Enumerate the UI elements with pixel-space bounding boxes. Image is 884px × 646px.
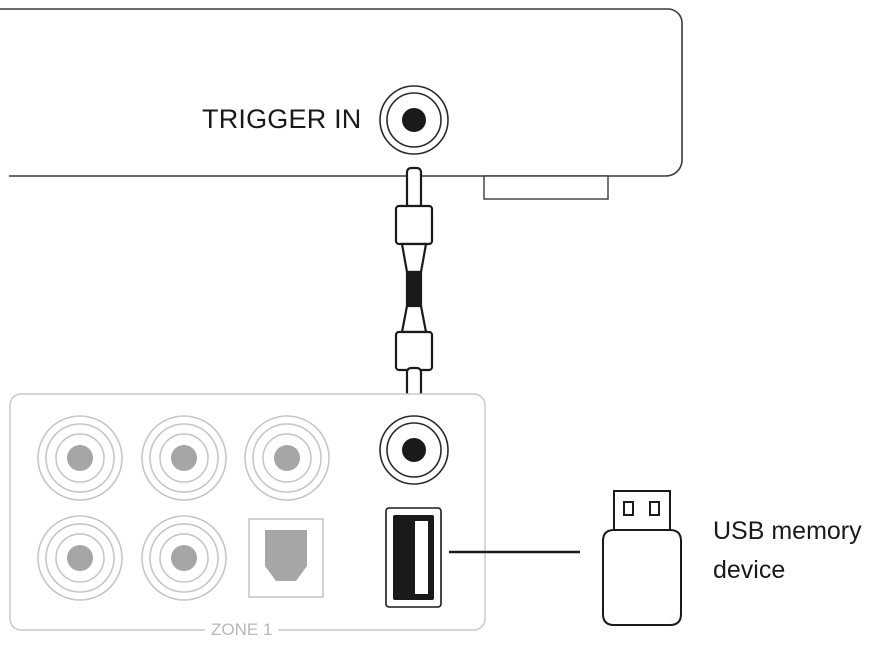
optical-port-icon[interactable] bbox=[248, 518, 324, 598]
usb-device-label-line1: USB memory bbox=[713, 517, 862, 545]
upper-device-outline bbox=[0, 8, 683, 177]
rca-jack-icon[interactable] bbox=[37, 515, 123, 601]
trigger-in-jack-icon[interactable] bbox=[379, 85, 449, 155]
usb-drive-icon bbox=[602, 490, 682, 626]
usb-port-icon[interactable] bbox=[385, 507, 442, 608]
rca-jack-icon[interactable] bbox=[141, 415, 227, 501]
rca-jack-icon[interactable] bbox=[244, 415, 330, 501]
upper-device-foot bbox=[483, 175, 609, 200]
rca-jack-icon[interactable] bbox=[37, 415, 123, 501]
usb-device-label-line2: device bbox=[713, 556, 786, 584]
trigger-in-label: TRIGGER IN bbox=[202, 104, 362, 134]
trigger-out-jack-icon[interactable] bbox=[379, 415, 449, 485]
zone-label: ZONE 1 bbox=[205, 620, 279, 640]
rca-jack-icon[interactable] bbox=[141, 515, 227, 601]
rca-cable-icon bbox=[394, 166, 434, 408]
